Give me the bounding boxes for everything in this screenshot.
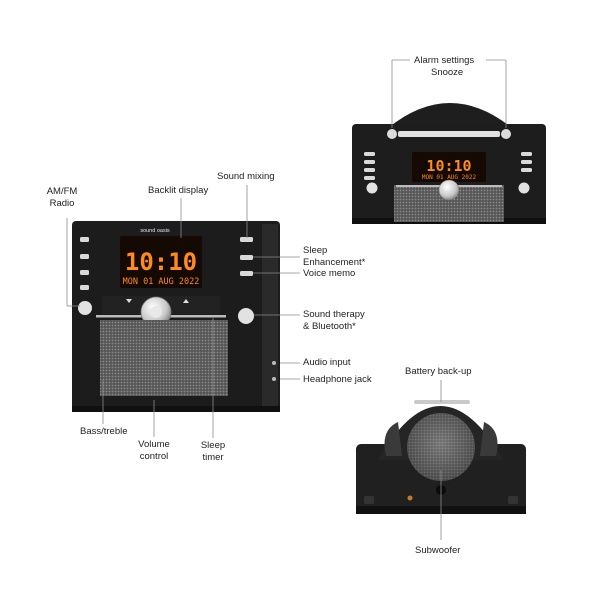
lcd-date: MON 01 AUG 2022 (123, 277, 200, 287)
leader-lines (66, 59, 507, 540)
label-audio-input: Audio input (303, 357, 351, 368)
label-backlit-display: Backlit display (148, 185, 209, 196)
battery-compartment (414, 400, 470, 404)
label-sleep-enhancement: Sleep Enhancement* (303, 245, 366, 268)
bass-treble-knob (78, 301, 92, 315)
label-snooze: Snooze (431, 67, 464, 78)
top-unit: 10:10 MON 01 AUG 2022 (352, 103, 546, 224)
side-panel (262, 224, 278, 410)
top-dome (388, 103, 512, 128)
front-unit: sound oasis 10:10 MON 01 AUG 2022 (72, 221, 280, 412)
label-bass-treble: Bass/treble (80, 426, 128, 437)
label-subwoofer: Subwoofer (415, 545, 461, 556)
label-am-fm-radio: AM/FM Radio (46, 186, 78, 209)
radio-buttons (78, 237, 92, 315)
sound-therapy-knob (238, 308, 254, 324)
lcd-display (120, 236, 202, 288)
label-volume-control: Volume control (138, 439, 170, 462)
label-alarm-settings: Alarm settings (414, 55, 475, 66)
label-voice-memo: Voice memo (303, 268, 356, 279)
speaker-grille (100, 320, 228, 396)
lcd-time: 10:10 (125, 248, 197, 276)
label-sound-therapy: Sound therapy & Bluetooth* (303, 309, 365, 332)
top-lcd-time: 10:10 (426, 157, 471, 175)
right-buttons (238, 237, 254, 324)
brand-logo: sound oasis (140, 228, 170, 234)
label-battery-backup: Battery back-up (405, 366, 472, 377)
label-sleep-timer: Sleep timer (200, 440, 226, 463)
top-lcd-date: MON 01 AUG 2022 (422, 174, 477, 181)
label-headphone-jack: Headphone jack (303, 374, 372, 385)
label-sound-mixing: Sound mixing (217, 171, 275, 182)
